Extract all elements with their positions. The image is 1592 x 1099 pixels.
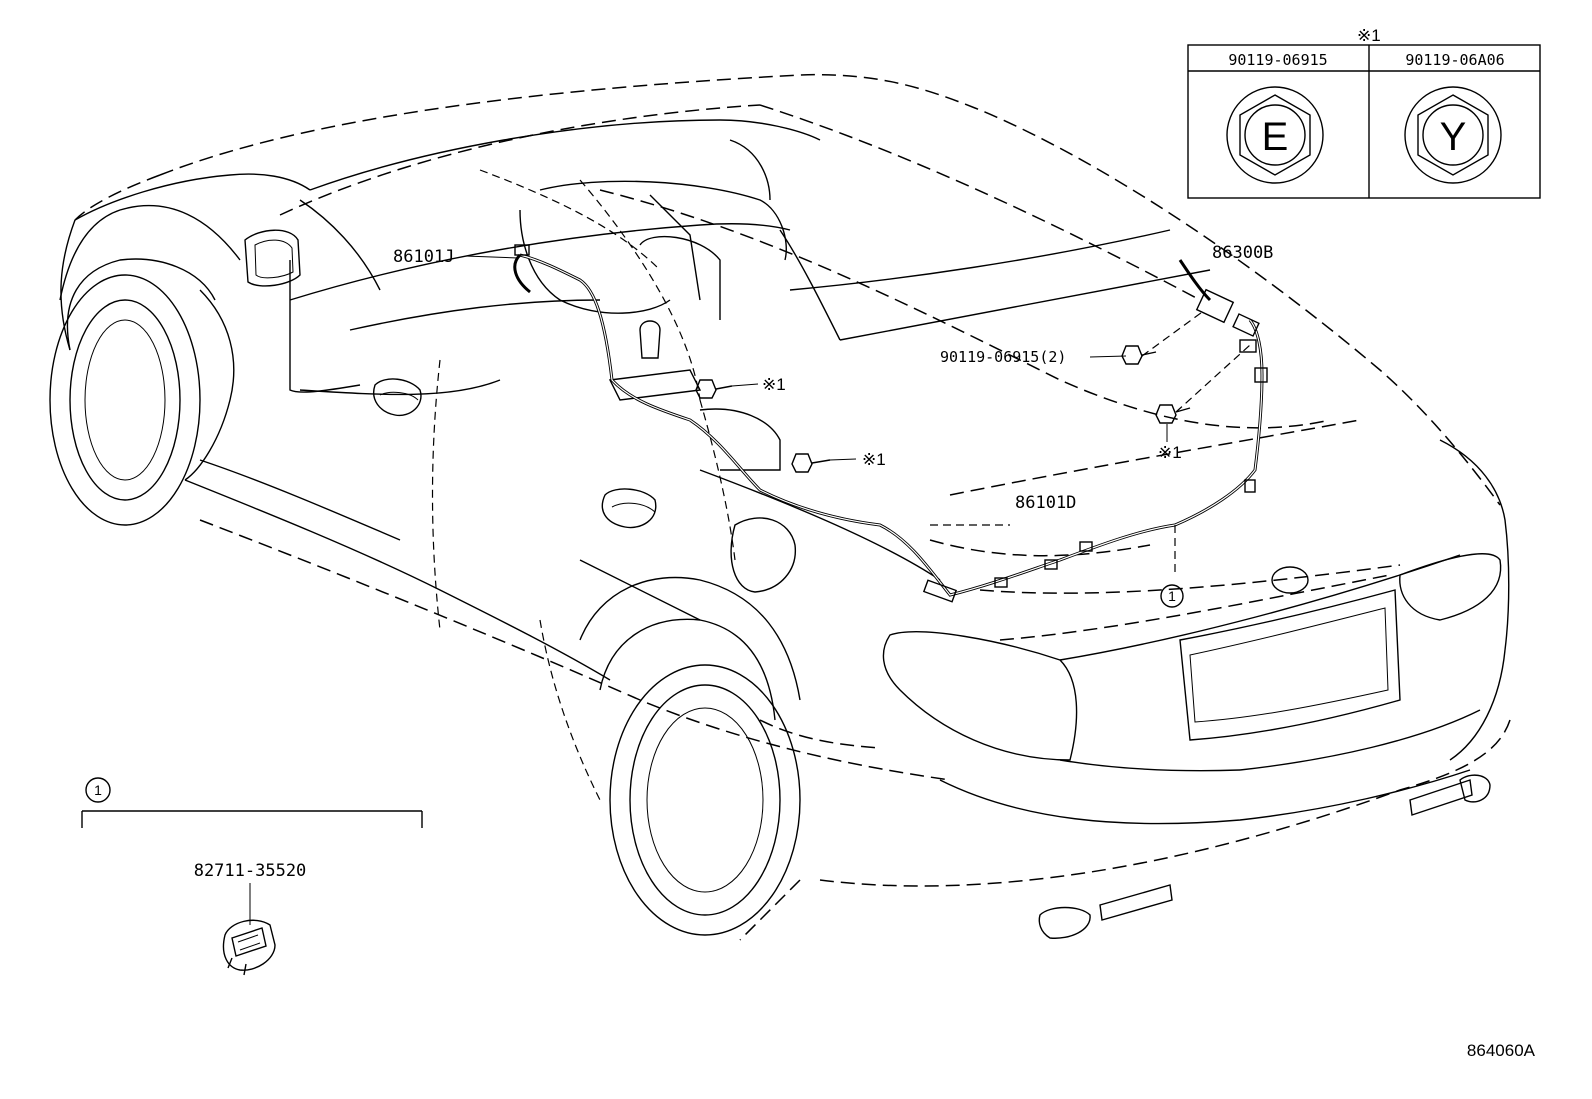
legend-part-e: 90119-06915 <box>1228 51 1327 69</box>
bolt-rear <box>1155 404 1191 424</box>
label-86101J: 86101J <box>393 247 454 267</box>
label-82711-35520: 82711-35520 <box>194 861 307 881</box>
wire-clamp-icon <box>222 919 276 976</box>
bolt-antenna <box>1121 345 1157 365</box>
bolt-middle <box>791 453 831 473</box>
bolt-head-y-letter: Y <box>1440 115 1467 159</box>
legend-part-y: 90119-06A06 <box>1405 51 1504 69</box>
bolt-head-e-letter: E <box>1262 115 1289 159</box>
bolt-legend-table: ※1 90119-06915 90119-06A06 E Y <box>1187 26 1541 199</box>
legend-note-mark: ※1 <box>1357 26 1381 45</box>
note-mark-rear: ※1 <box>1158 443 1182 462</box>
illustration-id: 864060A <box>1467 1041 1536 1060</box>
note-mark-middle: ※1 <box>862 450 886 469</box>
antenna-wire-harness <box>513 244 1268 603</box>
label-86300B: 86300B <box>1212 243 1273 263</box>
bolt-head-e-icon: E <box>1226 86 1324 184</box>
car-body <box>49 73 1511 941</box>
leader-lines <box>464 255 1251 575</box>
bolt-head-y-icon: Y <box>1404 86 1502 184</box>
note-mark-upper: ※1 <box>762 375 786 394</box>
bolt-upper <box>695 379 733 399</box>
clamp-ref-number: 1 <box>1168 588 1176 604</box>
clamp-ref-circle: 1 <box>1160 584 1184 608</box>
label-86101D: 86101D <box>1015 493 1076 513</box>
detail-ref-number: 1 <box>94 782 102 798</box>
clamp-detail-box: 1 82711-35520 <box>81 777 423 976</box>
label-bolt-90119-06915: 90119-06915(2) <box>940 348 1066 366</box>
